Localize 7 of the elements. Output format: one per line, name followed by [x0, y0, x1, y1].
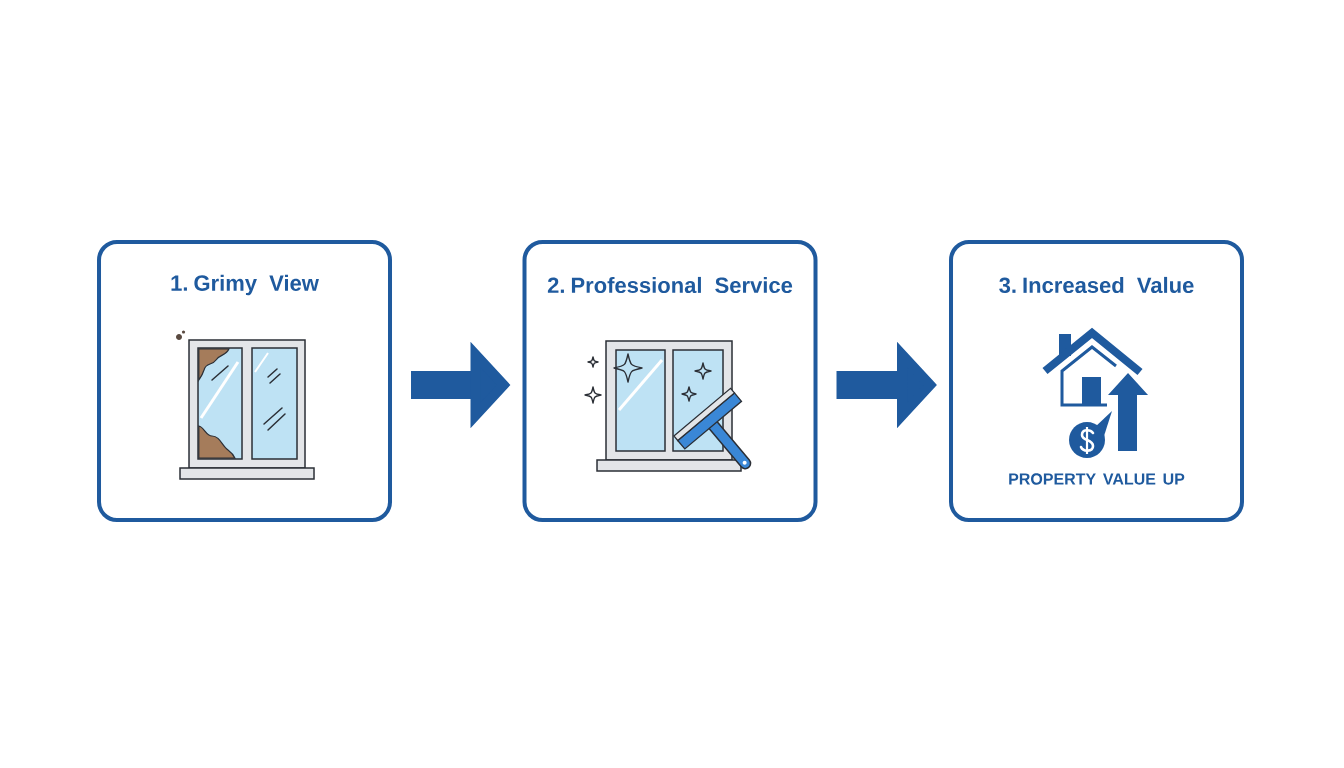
step-box [522, 240, 818, 522]
step-title: 2. Professional Service [547, 276, 793, 294]
icon-caption: PROPERTY VALUE UP [1009, 473, 1185, 485]
step-box [97, 240, 392, 522]
step-box [949, 240, 1244, 522]
step-title: 3. Increased Value [999, 276, 1194, 294]
step-title: 1. Grimy View [171, 274, 319, 296]
